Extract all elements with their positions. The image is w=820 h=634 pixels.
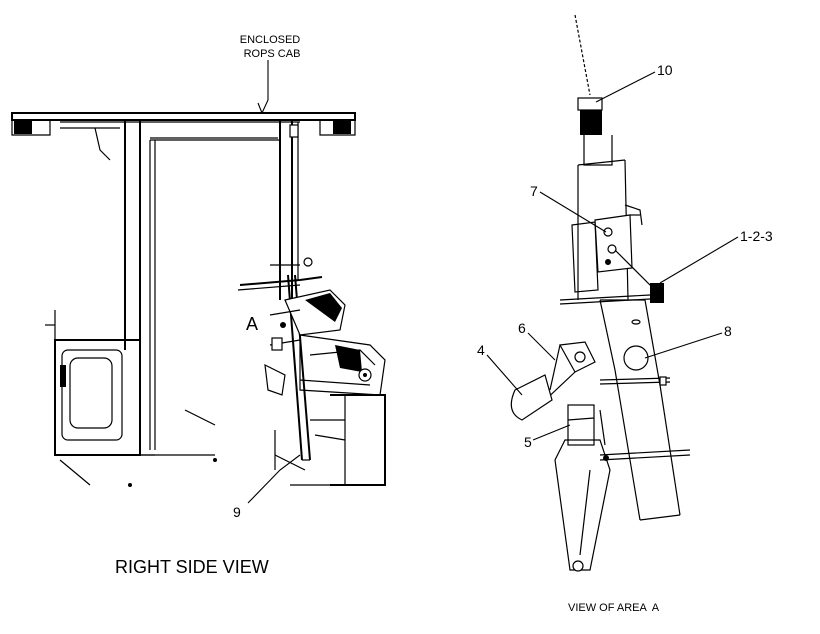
callout-item-7: 7 xyxy=(530,183,538,199)
caption-right-side-view: RIGHT SIDE VIEW xyxy=(115,557,269,577)
callout-area-a-marker: A xyxy=(246,314,258,334)
callout-item-4: 4 xyxy=(477,342,485,358)
callout-item-5: 5 xyxy=(524,434,532,450)
right-side-view-illustration xyxy=(11,60,386,504)
callout-enclosed-rops-cab-line2: ROPS CAB xyxy=(244,48,301,60)
callout-item-10: 10 xyxy=(657,62,673,78)
callout-item-8: 8 xyxy=(724,323,732,339)
callout-enclosed-rops-cab-line1: ENCLOSED xyxy=(240,34,301,46)
callout-item-6: 6 xyxy=(518,320,526,336)
caption-view-of-area-a: VIEW OF AREA A xyxy=(568,602,660,614)
callout-item-9: 9 xyxy=(233,504,241,520)
area-a-detail-illustration xyxy=(486,14,739,572)
callout-item-1-2-3: 1-2-3 xyxy=(740,228,773,244)
